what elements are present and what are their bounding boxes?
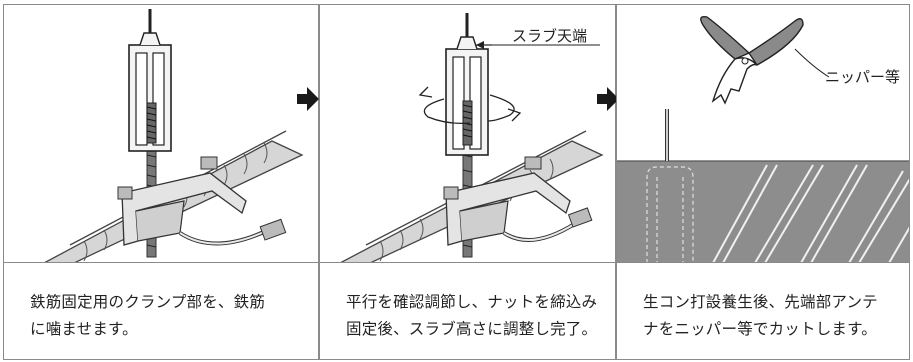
step2-caption-box: 平行を確認調節し、ナットを締込み 固定後、スラブ高さに調整し完了。	[319, 263, 616, 360]
step1-caption-box: 鉄筋固定用のクランプ部を、鉄筋 に噛ませます。	[3, 263, 319, 360]
slab-top-label: スラブ天端	[512, 27, 588, 45]
step-arrow-icon	[297, 87, 319, 111]
step2-caption: 平行を確認調節し、ナットを締込み 固定後、スラブ高さに調整し完了。	[346, 293, 598, 338]
clamp-on-rebar-illustration	[44, 9, 304, 262]
step3-caption-box: 生コン打設養生後、先端部アンテ ナをニッパー等でカットします。	[616, 263, 910, 360]
step1-caption: 鉄筋固定用のクランプ部を、鉄筋 に噛ませます。	[30, 293, 266, 338]
leveling-adjustment-illustration	[340, 13, 604, 262]
concrete-cut-illustration	[617, 15, 909, 262]
step1-illustration	[3, 4, 319, 263]
step-arrow-icon	[597, 87, 619, 111]
step2-illustration: スラブ天端	[319, 4, 616, 263]
nipper-label: ニッパー等	[825, 68, 901, 86]
step3-caption: 生コン打設養生後、先端部アンテ ナをニッパー等でカットします。	[643, 293, 878, 338]
step3-illustration: ニッパー等	[616, 4, 910, 263]
